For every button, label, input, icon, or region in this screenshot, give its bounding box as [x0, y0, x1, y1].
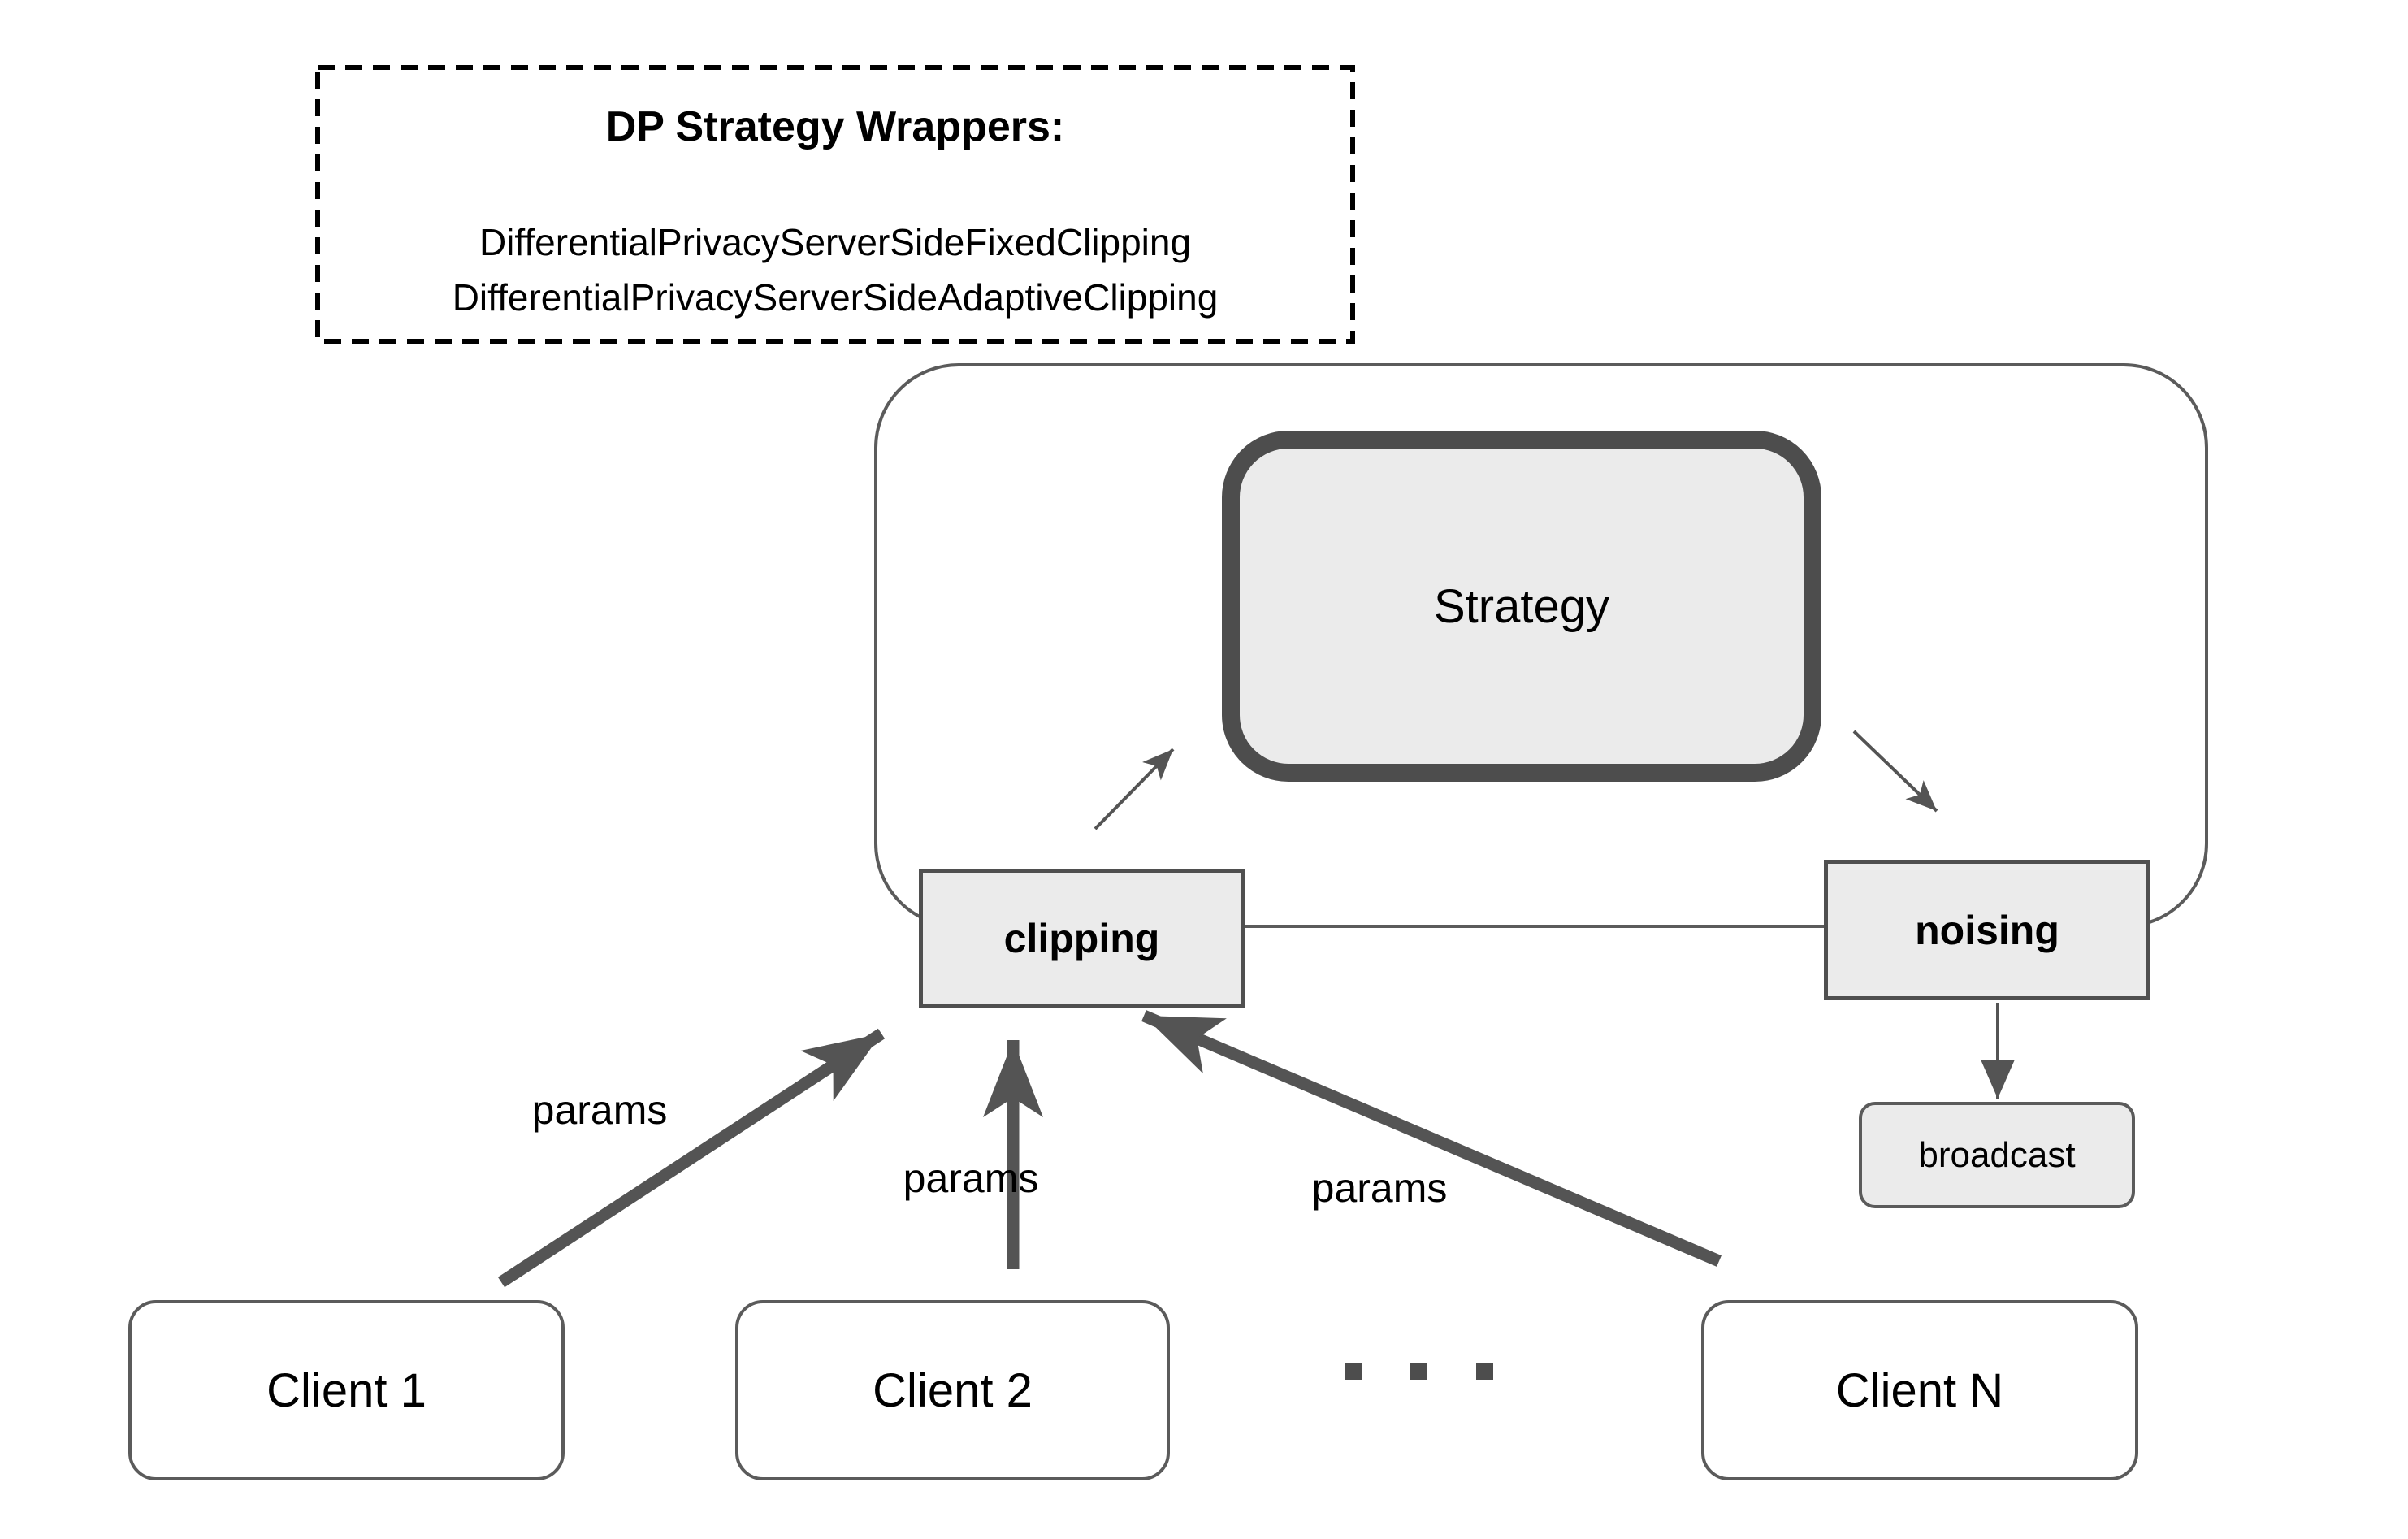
- client-n-label: Client N: [1835, 1363, 2004, 1417]
- more-clients-ellipsis-icon: [1345, 1363, 1493, 1380]
- params-label-client2: params: [903, 1155, 1039, 1201]
- client-2-label: Client 2: [873, 1363, 1033, 1417]
- client-2-box: Client 2: [735, 1300, 1170, 1480]
- clipping-label: clipping: [1003, 915, 1160, 961]
- wrapper-class-fixed-clipping: DifferentialPrivacyServerSideFixedClippi…: [479, 221, 1192, 263]
- dp-wrappers-box: DP Strategy Wrappers: DifferentialPrivac…: [318, 67, 1353, 341]
- arrow-client1-params: [497, 1028, 886, 1288]
- broadcast-label: broadcast: [1918, 1134, 2076, 1175]
- client-1-box: Client 1: [128, 1300, 565, 1480]
- noising-label: noising: [1915, 907, 2059, 953]
- dp-wrappers-dashed-box-border: [315, 65, 1355, 344]
- arrow-strategy-to-noising: [1852, 730, 1938, 813]
- arrow-clientN-params: [1141, 1010, 1722, 1267]
- dp-wrappers-title: DP Strategy Wrappers:: [605, 103, 1065, 150]
- clipping-box: clipping: [919, 869, 1245, 1008]
- params-label-client1: params: [531, 1087, 668, 1133]
- client-n-box: Client N: [1701, 1300, 2138, 1480]
- broadcast-box: broadcast: [1859, 1102, 2135, 1208]
- client-1-label: Client 1: [266, 1363, 427, 1417]
- arrow-clipping-to-strategy: [1094, 748, 1175, 830]
- params-label-clientN: params: [1311, 1165, 1448, 1211]
- strategy-label: Strategy: [1434, 579, 1609, 633]
- strategy-box: Strategy: [1222, 431, 1821, 782]
- ellipsis-dot: [1410, 1363, 1427, 1380]
- ellipsis-dot: [1476, 1363, 1493, 1380]
- wrapper-class-adaptive-clipping: DifferentialPrivacyServerSideAdaptiveCli…: [452, 276, 1219, 319]
- ellipsis-dot: [1345, 1363, 1362, 1380]
- noising-box: noising: [1824, 860, 2150, 1000]
